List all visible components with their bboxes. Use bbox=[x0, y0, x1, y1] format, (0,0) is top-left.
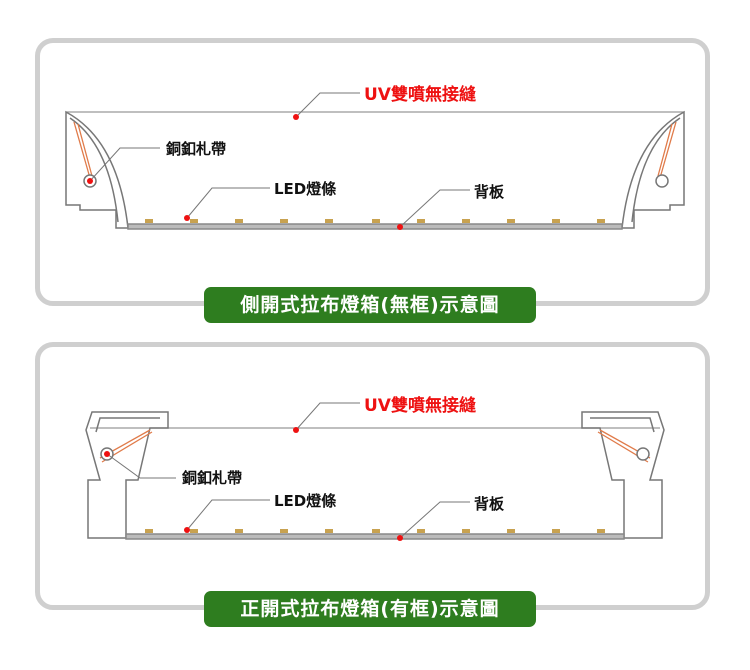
panel-side-open bbox=[35, 38, 710, 306]
right-profile bbox=[621, 110, 685, 229]
callout-dots-2 bbox=[104, 427, 403, 541]
right-clip bbox=[655, 174, 669, 188]
left-frame bbox=[85, 411, 169, 539]
leader-back-2 bbox=[399, 501, 470, 539]
led-strip-2 bbox=[145, 529, 605, 533]
leader-band-2 bbox=[106, 453, 176, 479]
label-uv-seamless: UV雙噴無接縫 bbox=[364, 85, 476, 105]
right-frame bbox=[581, 411, 665, 539]
left-frame-inner bbox=[95, 417, 160, 433]
label-led-strip-2: LED燈條 bbox=[274, 492, 337, 510]
label-copper-band-2: 銅釦札帶 bbox=[182, 469, 243, 487]
label-back-plate-2: 背板 bbox=[474, 495, 505, 513]
caption-side-open: 側開式拉布燈箱(無框)示意圖 bbox=[204, 287, 536, 323]
led-strip bbox=[145, 219, 605, 223]
left-strap bbox=[73, 121, 93, 179]
leader-led bbox=[186, 187, 270, 219]
diagram-side-open bbox=[65, 92, 685, 230]
leader-uv-2 bbox=[295, 402, 360, 431]
right-frame-inner bbox=[590, 417, 655, 433]
label-uv-seamless-2: UV雙噴無接縫 bbox=[364, 396, 476, 416]
leader-uv bbox=[295, 92, 360, 118]
label-led-strip: LED燈條 bbox=[274, 180, 337, 198]
back-plate-2 bbox=[125, 533, 625, 540]
leader-led-2 bbox=[186, 499, 270, 531]
right-clip-2 bbox=[636, 447, 650, 461]
leader-band bbox=[89, 147, 160, 182]
callout-dots-1 bbox=[87, 114, 403, 230]
right-strap bbox=[657, 121, 677, 179]
back-plate bbox=[127, 223, 623, 230]
leader-back bbox=[399, 189, 470, 228]
label-back-plate: 背板 bbox=[474, 183, 505, 201]
label-copper-band: 銅釦札帶 bbox=[166, 140, 227, 158]
panel-front-open bbox=[35, 342, 710, 610]
left-profile bbox=[65, 110, 129, 229]
diagram-front-open bbox=[85, 402, 665, 540]
caption-front-open: 正開式拉布燈箱(有框)示意圖 bbox=[204, 591, 536, 627]
